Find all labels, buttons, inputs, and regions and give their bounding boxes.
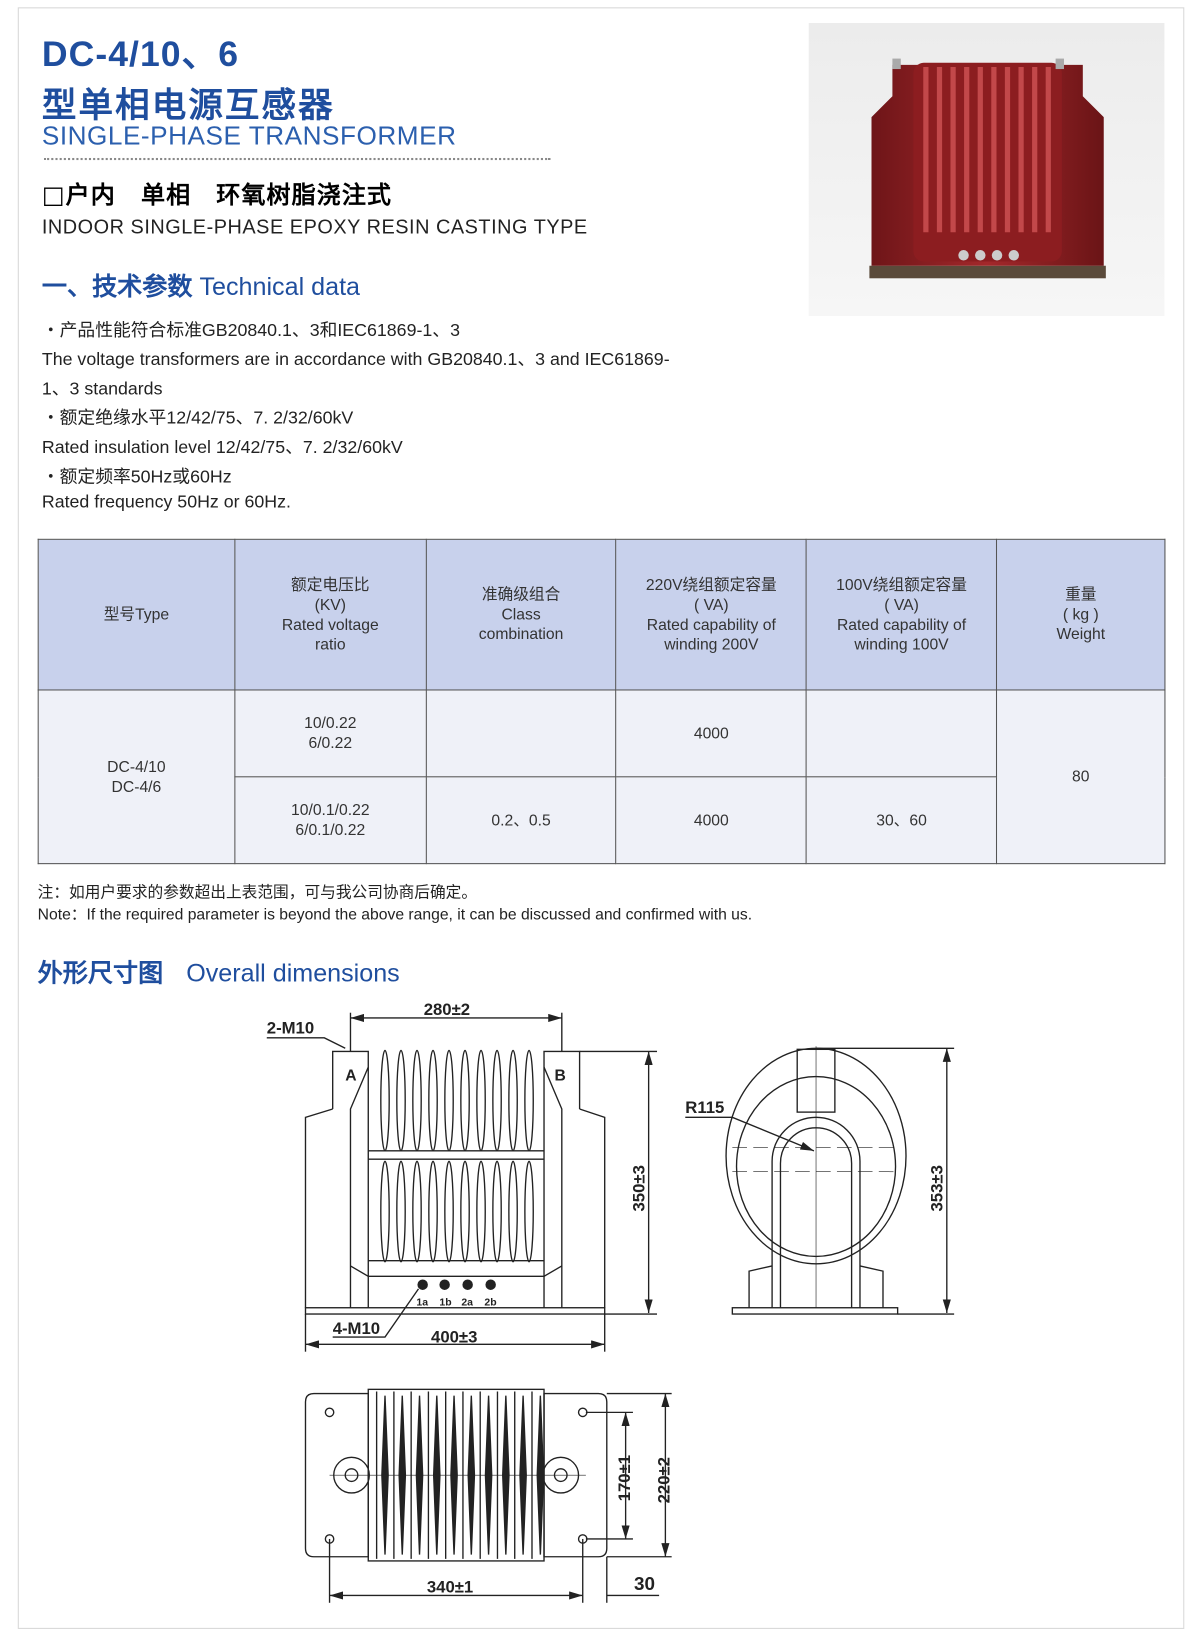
dim-170: 170±1: [615, 1455, 634, 1501]
cell-class: [425, 689, 617, 778]
cell-class: 0.2、0.5: [425, 776, 617, 865]
spec-line: Rated insulation level 12/42/75、7. 2/32/…: [41, 437, 403, 458]
fin: [492, 1049, 502, 1152]
cell-weight: 80: [996, 689, 1166, 865]
col-weight: 重量( kg )Weight: [996, 538, 1166, 691]
title-cn: 型单相电源互感器: [41, 84, 335, 126]
note-cn: 注：如用户要求的参数超出上表范围，可与我公司协商后确定。: [37, 882, 478, 902]
fin: [460, 1160, 470, 1263]
fin: [412, 1160, 422, 1263]
label-r115: R115: [685, 1098, 724, 1117]
cell-cap100: 30、60: [805, 776, 998, 865]
label-4m10: 4-M10: [333, 1319, 380, 1338]
spec-line: ・产品性能符合标准GB20840.1、3和IEC61869-1、3: [41, 320, 460, 341]
fin: [412, 1049, 422, 1152]
front-view: [266, 1012, 658, 1352]
fin: [508, 1160, 518, 1263]
terminal-1a: 1a: [416, 1298, 428, 1309]
fin: [428, 1160, 438, 1263]
fin: [444, 1049, 454, 1152]
terminal-2a: 2a: [461, 1298, 473, 1309]
type-en: INDOOR SINGLE-PHASE EPOXY RESIN CASTING …: [41, 216, 588, 239]
terminal-1b: 1b: [439, 1298, 451, 1309]
title-en: SINGLE-PHASE TRANSFORMER: [41, 121, 457, 151]
side-view: [685, 1046, 955, 1315]
dim-340: 340±1: [427, 1577, 473, 1596]
label-b: B: [554, 1068, 565, 1085]
dim-353: 353±3: [928, 1165, 947, 1211]
dim-30: 30: [634, 1573, 655, 1594]
spec-line: ・额定频率50Hz或60Hz: [41, 466, 232, 487]
dotted-divider: [43, 157, 551, 161]
label-a: A: [345, 1068, 356, 1085]
dim-400: 400±3: [431, 1327, 477, 1346]
page-frame: [17, 7, 1185, 1629]
top-view: [304, 1388, 672, 1603]
fin: [476, 1160, 486, 1263]
fin: [380, 1049, 390, 1152]
type-cn: □户内 单相 环氧树脂浇注式: [41, 182, 393, 210]
cell-cap100: [805, 689, 998, 778]
fin: [508, 1049, 518, 1152]
fin: [524, 1049, 534, 1152]
terminal-2b: 2b: [484, 1298, 496, 1309]
dim-350: 350±3: [629, 1165, 648, 1211]
label-2m10: 2-M10: [267, 1019, 314, 1038]
note-en: Note：If the required parameter is beyond…: [37, 906, 753, 924]
spec-line: The voltage transformers are in accordan…: [41, 349, 670, 370]
spec-line: 1、3 standards: [41, 378, 163, 399]
dim-220: 220±2: [655, 1457, 674, 1503]
fin: [396, 1160, 406, 1263]
cell-cap220: 4000: [615, 689, 807, 778]
spec-line: ・额定绝缘水平12/42/75、7. 2/32/60kV: [41, 408, 354, 428]
product-photo: [808, 23, 1165, 316]
fin: [492, 1160, 502, 1263]
model-title: DC-4/10、6: [41, 34, 240, 75]
fin: [428, 1049, 438, 1152]
spec-line: Rated frequency 50Hz or 60Hz.: [41, 491, 291, 512]
fin: [396, 1049, 406, 1152]
fin: [380, 1160, 390, 1263]
section-technical-heading: 一、技术参数 Technical data: [42, 266, 360, 303]
heading-en: Technical data: [199, 273, 361, 302]
fin: [444, 1160, 454, 1263]
fin: [524, 1160, 534, 1263]
fin: [460, 1049, 470, 1152]
cell-cap220: 4000: [615, 776, 807, 865]
col-type: 型号Type: [37, 538, 236, 691]
fin: [476, 1049, 486, 1152]
heading-cn: 一、技术参数: [41, 272, 193, 302]
dim-280: 280±2: [424, 1000, 470, 1019]
